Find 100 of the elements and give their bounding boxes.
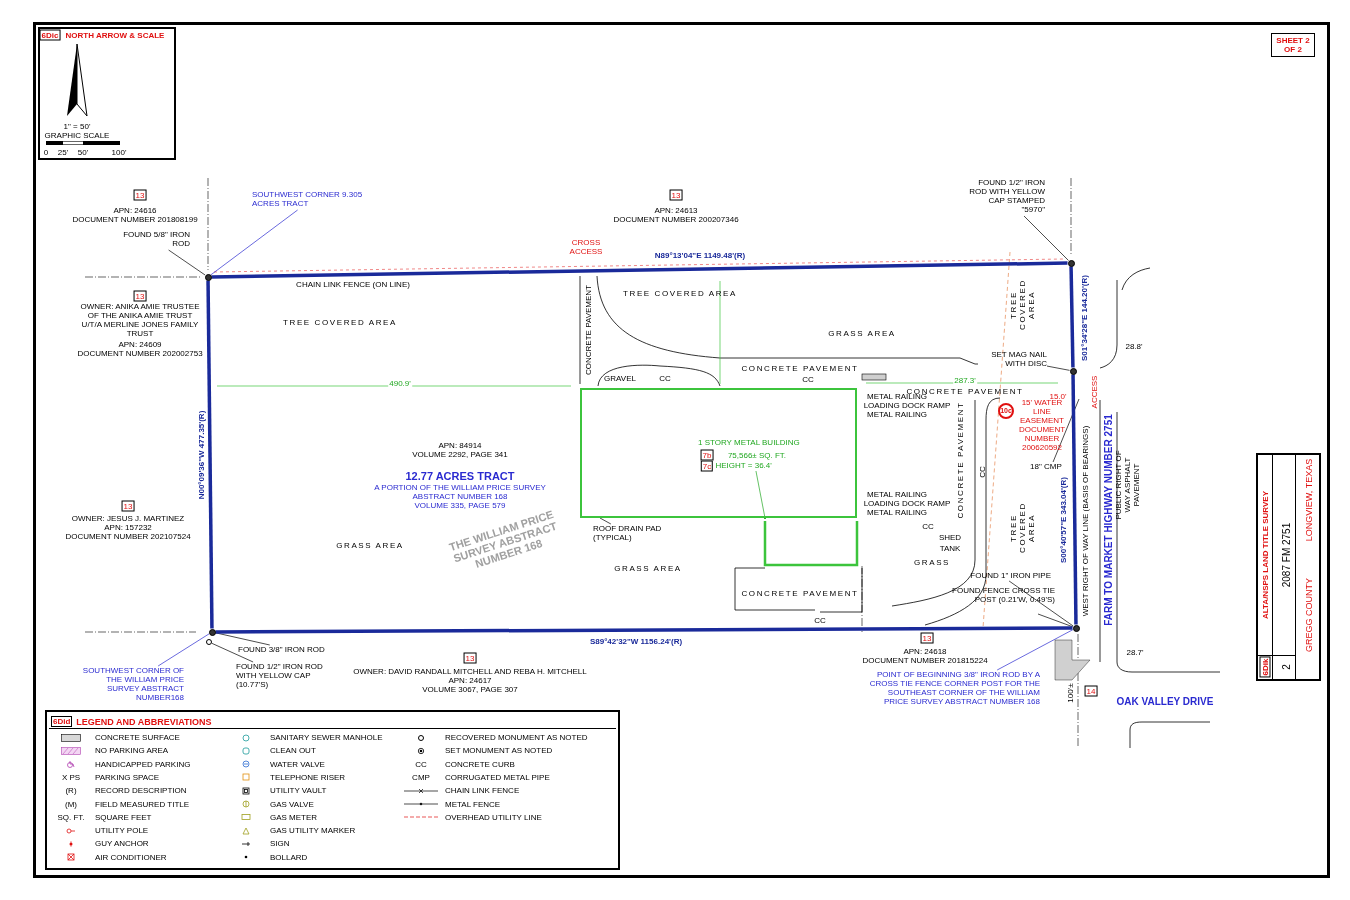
- area-label: GRASS AREA: [614, 563, 682, 573]
- callout-number: 13: [669, 189, 683, 201]
- callout-number: 14: [1084, 685, 1098, 697]
- boundary-line: [206, 280, 214, 629]
- leader-line: [1046, 365, 1070, 371]
- area-label: TREE COVERED AREA: [1008, 503, 1036, 553]
- callout-text: FOUND 5/8" IRON ROD: [118, 230, 190, 250]
- annotation-text: 100'±: [1065, 683, 1075, 703]
- area-label: GRASS AREA: [828, 328, 896, 338]
- annotation-text: 15.0': [1049, 391, 1067, 401]
- annotation-text: 28.8': [1125, 341, 1143, 351]
- callout-text: 18" CMP: [1030, 462, 1072, 472]
- leader-line: [168, 249, 206, 276]
- annotation-text: GRAVEL: [604, 373, 636, 383]
- annotation-text: 1" = 50': [63, 121, 91, 131]
- abbreviation: SQ. FT.: [57, 812, 85, 822]
- legend-label: SET MONUMENT AS NOTED: [445, 746, 553, 756]
- legend-label: PARKING SPACE: [95, 772, 160, 782]
- abbreviation: CMP: [412, 772, 430, 782]
- annotation-text: LOADING DOCK RAMP: [863, 400, 951, 410]
- area-label: TREE COVERED AREA: [283, 317, 397, 327]
- legend-label: GAS VALVE: [270, 799, 314, 809]
- area-label: CONCRETE PAVEMENT: [741, 588, 859, 598]
- area-label: TREE COVERED AREA: [623, 288, 737, 298]
- annotation-text: VOLUME 3067, PAGE 307: [422, 684, 518, 694]
- tract-title: 12.77 ACRES TRACT: [405, 470, 515, 482]
- leader-line: [157, 633, 210, 667]
- callout-text: FOUND 1/2" IRON ROD WITH YELLOW CAP (10.77'S): [236, 662, 332, 690]
- leader-line: [1037, 613, 1074, 628]
- annotation-text: CC: [802, 374, 814, 384]
- monument-symbol: [204, 273, 212, 281]
- annotation-text: OWNER: DAVID RANDALL MITCHELL AND REBA H. MITCHELL: [353, 666, 587, 676]
- annotation-text: CROSS ACCESS: [568, 238, 604, 256]
- legend-label: RECORD DESCRIPTION: [95, 786, 187, 796]
- bearing-label: S00°40'57"E 343.04'(R): [1058, 475, 1068, 565]
- annotation-text: APN: 24609: [118, 339, 162, 349]
- legend-label: GUY ANCHOR: [95, 839, 149, 849]
- annotation-text: SHED: [938, 532, 962, 542]
- annotation-text: LOADING DOCK RAMP: [863, 498, 951, 508]
- callout-number: 7c: [700, 460, 714, 472]
- leader-line: [1052, 398, 1080, 463]
- annotation-text: DOCUMENT NUMBER 202107524: [65, 531, 191, 541]
- title-block-text: ALTA/NSPS LAND TITLE SURVEY: [1260, 491, 1270, 619]
- building-outline: [580, 388, 857, 518]
- callout-text: FOUND FENCE CROSS TIE POST (0.21'W, 0.49'S): [945, 586, 1055, 614]
- legend-label: NO PARKING AREA: [95, 746, 169, 756]
- annotation-text: OWNER: JESUS J. MARTINEZ: [71, 513, 185, 523]
- legend-label: CORRUGATED METAL PIPE: [445, 772, 550, 782]
- area-label: TREE COVERED AREA: [1008, 280, 1036, 330]
- abbreviation: X PS: [61, 772, 81, 782]
- annotation-text: METAL RAILING: [867, 489, 927, 499]
- annotation-text: CC: [659, 373, 671, 383]
- tract-description: A PORTION OF THE WILLIAM PRICE SURVEY: [374, 482, 546, 492]
- road-name: OAK VALLEY DRIVE: [1116, 695, 1214, 707]
- legend-label: TELEPHONE RISER: [270, 772, 346, 782]
- legend-label: UTILITY VAULT: [270, 786, 327, 796]
- leader-line: [1008, 580, 1074, 627]
- callout-number: 13: [133, 290, 147, 302]
- annotation-text: DOCUMENT NUMBER 202002753: [77, 348, 203, 358]
- legend-label: SQUARE FEET: [95, 812, 152, 822]
- annotation-text: ACCESS: [1089, 375, 1099, 409]
- title-block-text: LONGVIEW, TEXAS: [1304, 458, 1314, 542]
- legend-label: OVERHEAD UTILITY LINE: [445, 812, 542, 822]
- legend-label: CHAIN LINK FENCE: [445, 786, 520, 796]
- legend-label: HANDICAPPED PARKING: [95, 759, 191, 769]
- annotation-text: CHAIN LINK FENCE (ON LINE): [296, 279, 410, 289]
- callout-text: SET MAG NAIL WITH DISC: [983, 350, 1047, 370]
- annotation-text: PUBLIC RIGHT OF WAY ASPHALT PAVEMENT: [1113, 449, 1141, 522]
- annotation-text: APN: 24618: [903, 646, 947, 656]
- annotation-text: CC: [814, 615, 826, 625]
- legend-label: METAL FENCE: [445, 799, 501, 809]
- area-label: CONCRETE PAVEMENT: [955, 401, 965, 519]
- legend-label: WATER VALVE: [270, 759, 325, 769]
- annotation-text: 28.7': [1126, 647, 1144, 657]
- legend-label: FIELD MEASURED TITLE: [95, 799, 190, 809]
- annotation-text: DOCUMENT NUMBER 201815224: [862, 655, 988, 665]
- annotation-text: CONCRETE PAVEMENT: [583, 285, 593, 375]
- leader-line: [1023, 215, 1069, 261]
- callout-text: HEIGHT = 36.4': [715, 460, 794, 471]
- title-block-text: 2: [1280, 664, 1292, 670]
- monument-symbol: [1067, 259, 1075, 267]
- leader-line: [599, 517, 612, 525]
- monument-symbol: [206, 639, 212, 645]
- annotation-text: OWNER: ANIKA AMIE TRUSTEE OF THE ANIKA AMIE TRUST U/T/A MERLINE JONES FAMILY TRUST: [79, 302, 201, 338]
- area-label: GRASS: [914, 557, 950, 567]
- title-block-text: GREGG COUNTY: [1304, 578, 1314, 652]
- annotation-text: VOLUME 2292, PAGE 341: [412, 449, 508, 459]
- annotation-text: APN: 24616: [113, 205, 157, 215]
- annotation-text: CC: [977, 466, 987, 478]
- dimension-text: 490.9': [388, 378, 412, 388]
- annotation-text: GRAPHIC SCALE: [44, 130, 110, 140]
- callout-number: 13: [133, 189, 147, 201]
- monument-symbol: [208, 628, 216, 636]
- annotation-text: 100': [111, 147, 127, 157]
- building-label: 1 STORY METAL BUILDING: [698, 438, 800, 447]
- abbreviation: (R): [65, 786, 77, 796]
- legend-label: AIR CONDITIONER: [95, 852, 167, 862]
- callout-text: SOUTHWEST CORNER 9.305 ACRES TRACT: [252, 190, 370, 210]
- annotation-text: WEST RIGHT OF WAY LINE (BASIS OF BEARINGS): [1080, 425, 1090, 617]
- legend-label: CLEAN OUT: [270, 746, 316, 756]
